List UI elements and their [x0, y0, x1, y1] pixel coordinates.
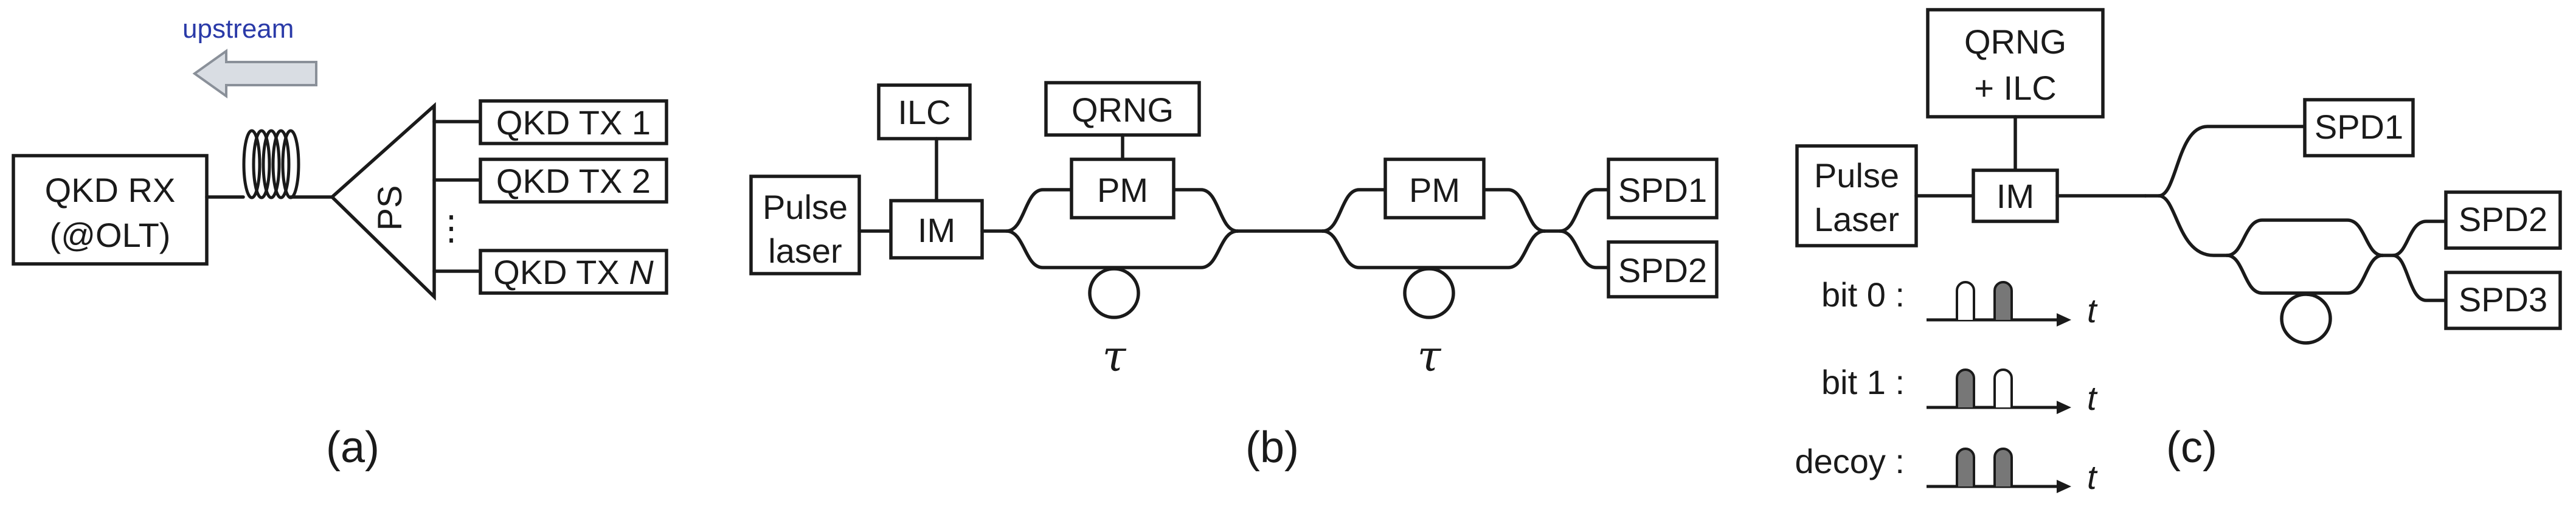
pulse-state-row: bit 0 : t: [1821, 275, 2098, 330]
ilc-box: [877, 83, 972, 140]
spd2-label: SPD2: [1618, 251, 1707, 289]
pulse-filled: [1993, 281, 2013, 320]
qkd-tx-1-box: [479, 99, 668, 145]
spd1-label: SPD1: [1618, 171, 1707, 209]
time-axis-arrowhead: [2057, 313, 2071, 327]
left-arrow-icon: [192, 49, 317, 99]
pulse-laser-sublabel: laser: [768, 232, 842, 270]
qrng-label: QRNG: [1072, 91, 1174, 129]
pulse-state-label: bit 1 :: [1821, 363, 1905, 401]
ilc-label: ILC: [898, 93, 950, 131]
qkd-rx-box: [12, 154, 209, 266]
pulse-laser-c-sublabel: Laser: [1814, 200, 1899, 238]
pulse-state-row: bit 1 : t: [1821, 363, 2098, 417]
pulse-state-row: decoy : t: [1795, 442, 2098, 496]
tau-2-label: τ: [1418, 331, 1442, 381]
caption-b: (b): [1245, 423, 1299, 472]
fiber-spool-icon: [242, 129, 300, 199]
qkd-tx-n-label: QKD TX N: [493, 253, 654, 291]
qkd-tx-1-label: QKD TX 1: [496, 103, 651, 142]
time-axis-arrowhead: [2057, 480, 2071, 493]
time-axis-arrowhead: [2057, 401, 2071, 414]
delay-loop-2: [1403, 267, 1455, 319]
caption-a: (a): [326, 423, 379, 472]
pulse-empty: [1993, 368, 2013, 407]
im-box-c: [1972, 168, 2059, 223]
delay-loop-c: [2280, 292, 2332, 345]
pulse-laser-c-label: Pulse: [1814, 156, 1899, 195]
qrng-ilc-sublabel: + ILC: [1974, 69, 2056, 107]
qkd-tx-n-box: [479, 249, 668, 295]
panel-b: ILC QRNG Pulse laser IM PM τ PM τ SPD1: [749, 81, 1719, 472]
caption-c: (c): [2166, 423, 2217, 472]
im-label: IM: [918, 211, 955, 249]
pulse-laser-box: [749, 175, 861, 275]
pulse-filled: [1956, 368, 1975, 407]
spd3-c-label: SPD3: [2459, 280, 2547, 319]
qrng-ilc-label: QRNG: [1964, 22, 2066, 61]
spd2-box: [1607, 240, 1719, 299]
pulse-state-label: bit 0 :: [1821, 275, 1905, 314]
qkd-tx-2-box: [479, 157, 668, 204]
pm-2-label: PM: [1409, 171, 1460, 209]
ellipsis-dots: ⋮: [434, 209, 468, 247]
qkd-rx-label: QKD RX: [45, 171, 176, 209]
panel-a: upstream QKD RX (@OLT) PS QKD TX 1 QKD T…: [12, 14, 668, 472]
spd1-c-label: SPD1: [2315, 108, 2403, 146]
qkd-tx-2-label: QKD TX 2: [496, 162, 651, 200]
im-box: [889, 199, 984, 260]
spd2-c-label: SPD2: [2459, 200, 2547, 238]
panel-c: QRNG + ILC Pulse Laser IM SPD1 SPD2 SPD3…: [1795, 8, 2562, 496]
pulse-empty: [1956, 281, 1975, 320]
spd1-box: [1607, 157, 1719, 220]
splitter-label: PS: [370, 185, 409, 231]
pulse-state-label: decoy :: [1795, 442, 1905, 480]
im-c-label: IM: [1996, 177, 2034, 215]
spd2-box-c: [2444, 190, 2562, 250]
time-axis-label: t: [2087, 379, 2098, 417]
time-axis-label: t: [2087, 291, 2098, 330]
pulse-encoding-legend: bit 0 : t bit 1 : t decoy : t: [1795, 275, 2098, 496]
qrng-box: [1044, 81, 1201, 137]
pulse-filled: [1993, 448, 2013, 486]
spd1-box-c: [2303, 98, 2415, 157]
tau-1-label: τ: [1103, 331, 1127, 381]
power-splitter: [329, 102, 436, 301]
spd3-box-c: [2444, 271, 2562, 330]
upstream-label: upstream: [182, 14, 294, 44]
pulse-laser-label: Pulse: [763, 188, 848, 226]
pulse-filled: [1956, 448, 1975, 486]
time-axis-label: t: [2087, 458, 2098, 496]
pm-1-label: PM: [1097, 171, 1148, 209]
pm-box-2: [1383, 157, 1486, 220]
pm-box-1: [1070, 157, 1175, 220]
delay-loop-1: [1088, 267, 1140, 319]
qkd-rx-sublabel: (@OLT): [50, 216, 171, 254]
